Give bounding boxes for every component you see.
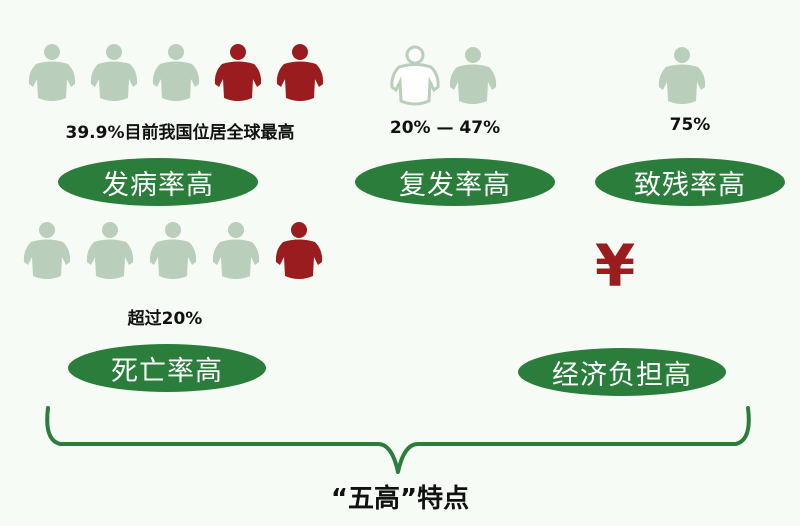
mortality-label: 死亡率高 (68, 344, 266, 392)
disability-label: 致残率高 (595, 158, 785, 206)
person-icon (89, 42, 139, 104)
person-icon (274, 220, 324, 282)
morbidity-stat: 39.9%目前我国位居全球最高 (65, 123, 295, 143)
person-icon (27, 42, 77, 104)
person-icon (148, 220, 198, 282)
morbidity-label: 发病率高 (58, 158, 258, 206)
person-icon (657, 45, 707, 107)
person-icon (211, 220, 261, 282)
disability-stat: 75% (669, 115, 711, 135)
summary-brace (45, 406, 751, 474)
person-icon (390, 45, 440, 107)
mortality-stat: 超过20% (127, 309, 203, 329)
person-icon (151, 42, 201, 104)
person-icon (213, 42, 263, 104)
recurrence-stat: 20% — 47% (389, 118, 501, 138)
person-icon (448, 45, 498, 107)
summary-caption: “五高”特点 (330, 484, 470, 514)
economic-label: 经济负担高 (518, 348, 726, 396)
person-icon (22, 220, 72, 282)
person-icon (85, 220, 135, 282)
person-icon (275, 42, 325, 104)
yen-icon: ¥ (594, 232, 636, 300)
recurrence-label: 复发率高 (355, 158, 555, 206)
